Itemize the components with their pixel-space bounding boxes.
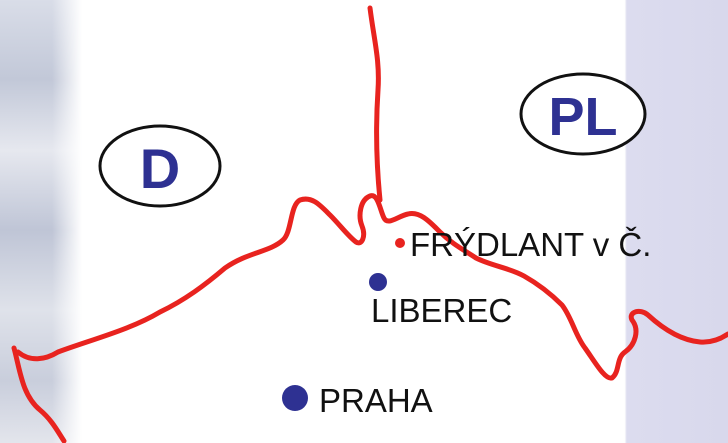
country-label-poland: PL [519,72,647,156]
praha-city-label: PRAHA [319,382,433,419]
germany-label-text: D [140,137,180,200]
poland-ellipse-marker [519,72,647,156]
frydlant-city-label: FRÝDLANT v Č. [410,226,651,263]
border-spur-line [367,5,383,203]
national-border-line [11,193,728,443]
germany-ellipse-marker [98,124,222,208]
praha-city-dot [282,385,308,411]
right-edge-panel [618,0,728,443]
poland-label-text: PL [548,87,617,147]
country-label-germany: D [98,124,222,208]
left-edge-photo-strip [0,0,82,443]
frydlant-city-dot [395,238,405,248]
liberec-city-dot [369,273,387,291]
liberec-city-label: LIBEREC [371,292,512,329]
